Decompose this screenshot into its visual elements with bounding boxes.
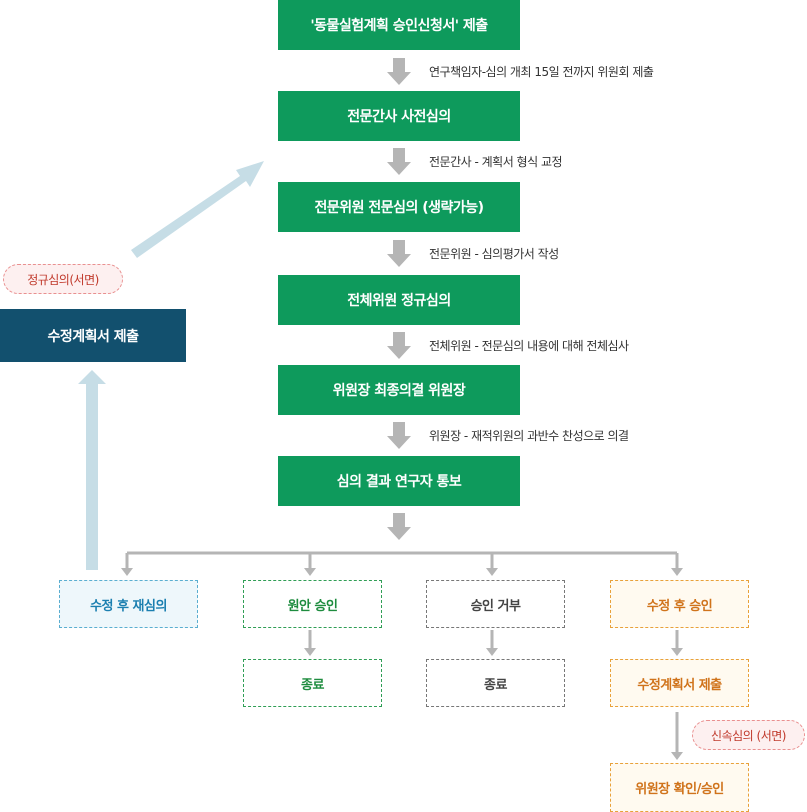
step-expert-review: 전문위원 전문심의 (생략가능)	[278, 182, 520, 232]
down-arrow-1	[387, 58, 411, 85]
revised-plan-submission: 수정계획서 제출	[0, 309, 186, 362]
note-submission-deadline: 연구책임자-심의 개최 15일 전까지 위원회 제출	[429, 65, 654, 79]
step-chair-final-decision: 위원장 최종의결 위원장	[278, 365, 520, 415]
step-submit-application: '동물실험계획 승인신청서' 제출	[278, 0, 520, 50]
note-full-review: 전체위원 - 전문심의 내용에 대해 전체심사	[429, 339, 629, 353]
note-secretary-correction: 전문간사 - 계획서 형식 교정	[429, 155, 563, 169]
outcome-conditional-approval: 수정 후 승인	[610, 580, 749, 628]
down-arrow-3	[387, 240, 411, 267]
regular-review-badge: 정규심의(서면)	[3, 264, 123, 294]
return-arrows	[78, 161, 264, 570]
outcome-original-approval: 원안 승인	[243, 580, 382, 628]
down-arrow-5	[387, 422, 411, 449]
conditional-submit-revision: 수정계획서 제출	[610, 659, 749, 707]
step-arrows	[387, 58, 411, 540]
diagonal-arrow	[131, 161, 264, 258]
down-arrow-2	[387, 148, 411, 175]
chair-confirm-approval: 위원장 확인/승인	[610, 763, 749, 812]
outcome-resubmit-review: 수정 후 재심의	[59, 580, 198, 628]
quick-review-badge: 신속심의 (서면)	[692, 720, 805, 750]
step-secretary-prereview: 전문간사 사전심의	[278, 91, 520, 141]
down-arrow-4	[387, 332, 411, 359]
branch-arrowheads	[121, 568, 683, 760]
note-majority-vote: 위원장 - 재적위원의 과반수 찬성으로 의결	[429, 429, 629, 443]
note-expert-evaluation: 전문위원 - 심의평가서 작성	[429, 247, 559, 261]
end-rejected: 종료	[426, 659, 565, 707]
outcome-rejection: 승인 거부	[426, 580, 565, 628]
step-notify-researcher: 심의 결과 연구자 통보	[278, 456, 520, 506]
step-full-committee-review: 전체위원 정규심의	[278, 275, 520, 325]
up-arrow	[78, 370, 106, 570]
down-arrow-6	[387, 513, 411, 540]
branch-lines	[125, 551, 679, 752]
end-approved: 종료	[243, 659, 382, 707]
